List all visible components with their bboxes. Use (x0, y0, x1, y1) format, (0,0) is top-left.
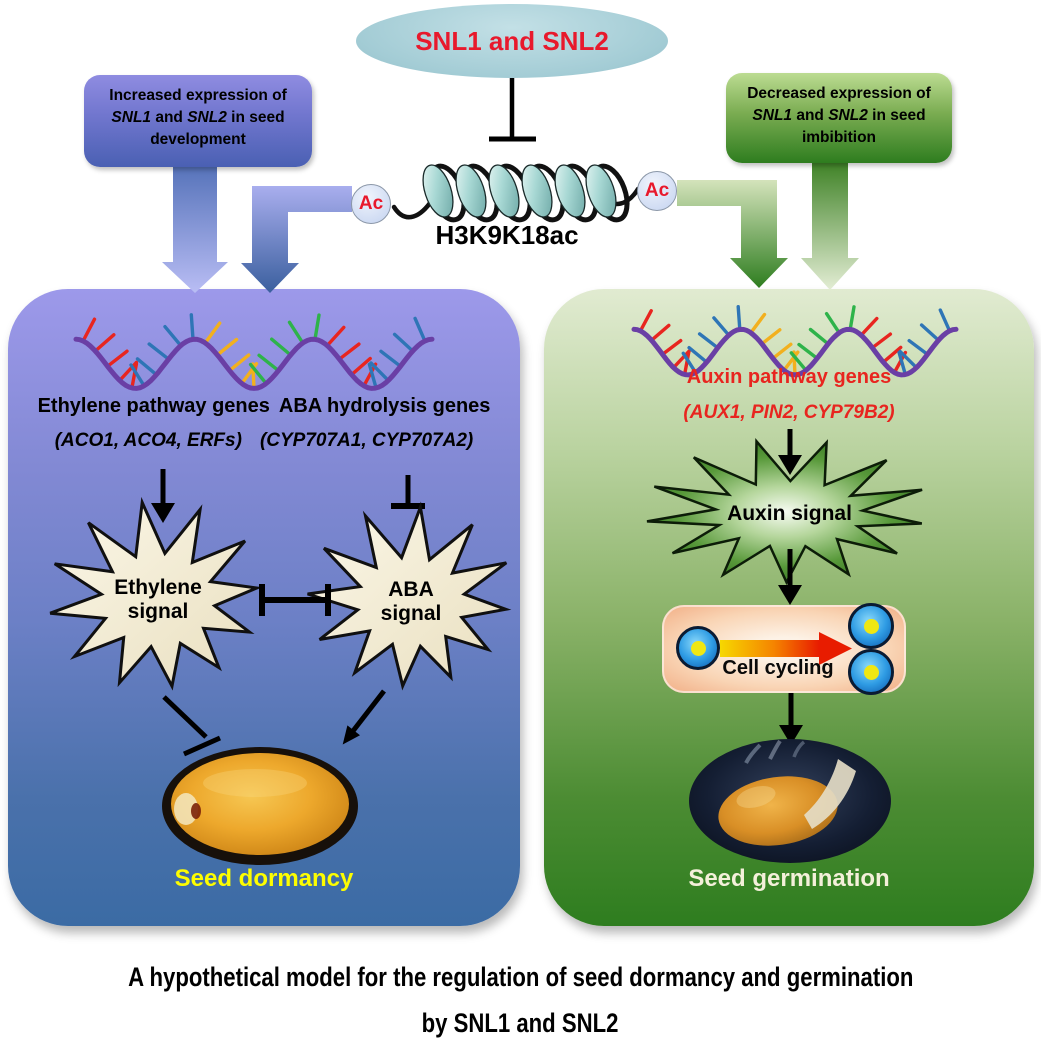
acetyl-mark-right: Ac (637, 171, 677, 211)
increased-line3: development (150, 131, 246, 148)
caption-line-1: A hypothetical model for the regulation … (127, 962, 914, 992)
histone-coil-icon (391, 163, 641, 223)
arrow-genes-to-auxin (778, 429, 802, 475)
arrow-histone-to-dormancy (241, 186, 352, 293)
mutual-inhibition-ethylene-aba (259, 584, 331, 616)
arrow-genes-to-ethylene (151, 469, 175, 523)
dormancy-gene-headings: Ethylene pathway genes ABA hydrolysis ge… (8, 395, 520, 418)
histone-mark-label: H3K9K18ac (435, 220, 579, 250)
decreased-expression-box: Decreased expression of SNL1 and SNL2 in… (726, 73, 952, 163)
arrow-increased-expression (162, 166, 228, 293)
aba-signal-star: ABA signal (302, 501, 520, 701)
arrow-decreased-expression (801, 162, 859, 290)
dna-strand-icon (73, 313, 435, 391)
ethylene-pathway-heading: Ethylene pathway genes (37, 395, 270, 417)
increased-expression-box: Increased expression of SNL1 and SNL2 in… (84, 75, 312, 167)
arrow-histone-to-germination (677, 180, 788, 288)
caption-line-2: by SNL1 and SNL2 (422, 1008, 619, 1038)
division-gradient-arrow (720, 632, 852, 665)
arrow-cellcycle-to-seed (779, 693, 803, 745)
dormancy-panel: Ethylene pathway genes ABA hydrolysis ge… (8, 289, 520, 926)
dna-strand-icon (631, 305, 959, 378)
decreased-line1: Decreased expression of (747, 85, 931, 102)
cell-cycling-box: Cell cycling (662, 603, 906, 695)
dormant-seed-image (162, 747, 358, 865)
arrow-auxin-to-cellcycle (778, 549, 802, 605)
germination-panel: Auxin pathway genes (AUX1, PIN2, CYP79B2… (544, 289, 1034, 926)
decreased-line3: imbibition (801, 129, 877, 146)
acetyl-mark-left-label: Ac (358, 193, 384, 214)
cell-cycling-label: Cell cycling (722, 657, 834, 679)
acetyl-mark-left: Ac (351, 184, 391, 224)
increased-line2: SNL1 and SNL2 in seed (111, 109, 285, 126)
decreased-line2: SNL1 and SNL2 in seed (752, 107, 926, 124)
ethylene-gene-list: (ACO1, ACO4, ERFs) (54, 430, 242, 451)
acetyl-mark-right-label: Ac (644, 180, 670, 201)
single-cell-icon (676, 626, 720, 670)
ethylene-signal-label: Ethylene signal (114, 576, 202, 623)
auxin-signal-star: Auxin signal (643, 437, 936, 589)
inhibition-connector-snl-to-histone (489, 78, 536, 142)
snl-node-label: SNL1 and SNL2 (415, 25, 609, 56)
germination-outcome-label: Seed germination (688, 865, 890, 892)
aba-hydrolysis-heading: ABA hydrolysis genes (278, 395, 491, 417)
auxin-gene-list: (AUX1, PIN2, CYP79B2) (683, 402, 895, 423)
dormancy-gene-lists: (ACO1, ACO4, ERFs) (CYP707A1, CYP707A2) (8, 430, 520, 452)
increased-line1: Increased expression of (109, 87, 287, 104)
divided-cell-top-icon (848, 603, 894, 649)
aba-gene-list: (CYP707A1, CYP707A2) (259, 430, 474, 451)
dormancy-outcome-label: Seed dormancy (174, 865, 354, 892)
ethylene-signal-star: Ethylene signal (44, 496, 272, 701)
arrow-aba-to-seed (342, 689, 386, 745)
inhibition-ethylene-to-seed (162, 695, 222, 757)
auxin-pathway-heading: Auxin pathway genes (686, 366, 892, 388)
snl-node: SNL1 and SNL2 (356, 4, 668, 78)
auxin-signal-label: Auxin signal (727, 502, 852, 526)
aba-signal-label: ABA signal (380, 578, 442, 625)
germinating-seed-image (689, 739, 891, 863)
divided-cell-bottom-icon (848, 649, 894, 695)
